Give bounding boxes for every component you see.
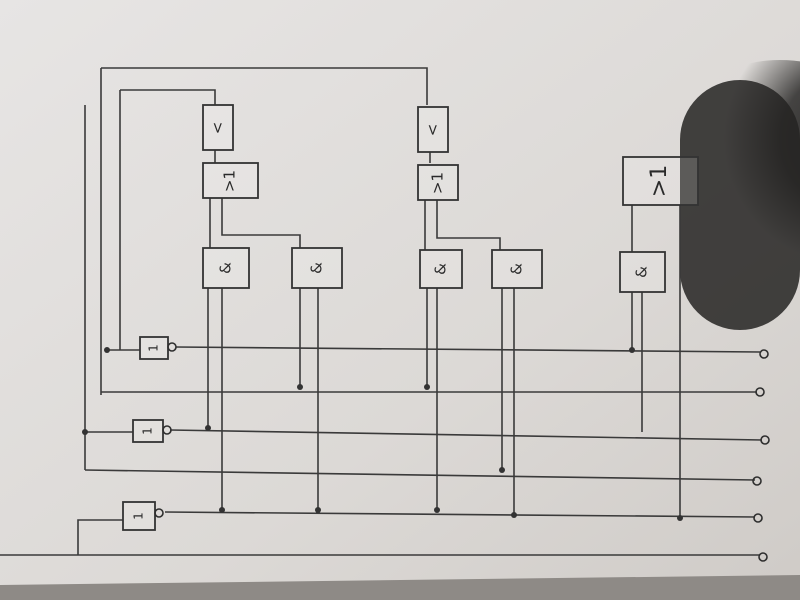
and-gate-4: & bbox=[491, 249, 543, 289]
or-gate-mid: >1 bbox=[417, 164, 459, 201]
svg-text:1: 1 bbox=[132, 512, 146, 520]
svg-text:>1: >1 bbox=[429, 172, 447, 194]
or-gate-left: >1 bbox=[202, 162, 259, 199]
not-gate-1: 1 bbox=[139, 336, 177, 360]
and-gate-3: & bbox=[419, 249, 463, 289]
table-edge bbox=[0, 575, 800, 600]
wires bbox=[0, 67, 763, 556]
svg-text:1: 1 bbox=[141, 427, 155, 435]
shadow-block bbox=[680, 80, 800, 330]
and-gate-5: & bbox=[619, 251, 666, 293]
svg-text:1: 1 bbox=[147, 344, 161, 352]
gate-top-mid: < bbox=[417, 106, 449, 153]
svg-text:>1: >1 bbox=[647, 165, 672, 197]
not-gate-3: 1 bbox=[122, 501, 164, 531]
svg-text:>1: >1 bbox=[221, 170, 239, 192]
terminals bbox=[752, 349, 770, 562]
svg-text:<: < bbox=[424, 124, 442, 137]
junction-dots bbox=[82, 347, 683, 521]
svg-text:&: & bbox=[432, 263, 450, 275]
or-gate-right: >1 bbox=[622, 156, 699, 206]
svg-text:&: & bbox=[308, 262, 326, 274]
svg-text:<: < bbox=[209, 122, 227, 135]
gate-top-left: < bbox=[202, 104, 234, 151]
svg-text:&: & bbox=[633, 266, 651, 278]
svg-text:&: & bbox=[508, 263, 526, 275]
not-gate-2: 1 bbox=[132, 419, 172, 443]
svg-text:&: & bbox=[217, 262, 235, 274]
and-gate-2: & bbox=[291, 247, 343, 289]
and-gate-1: & bbox=[202, 247, 250, 289]
